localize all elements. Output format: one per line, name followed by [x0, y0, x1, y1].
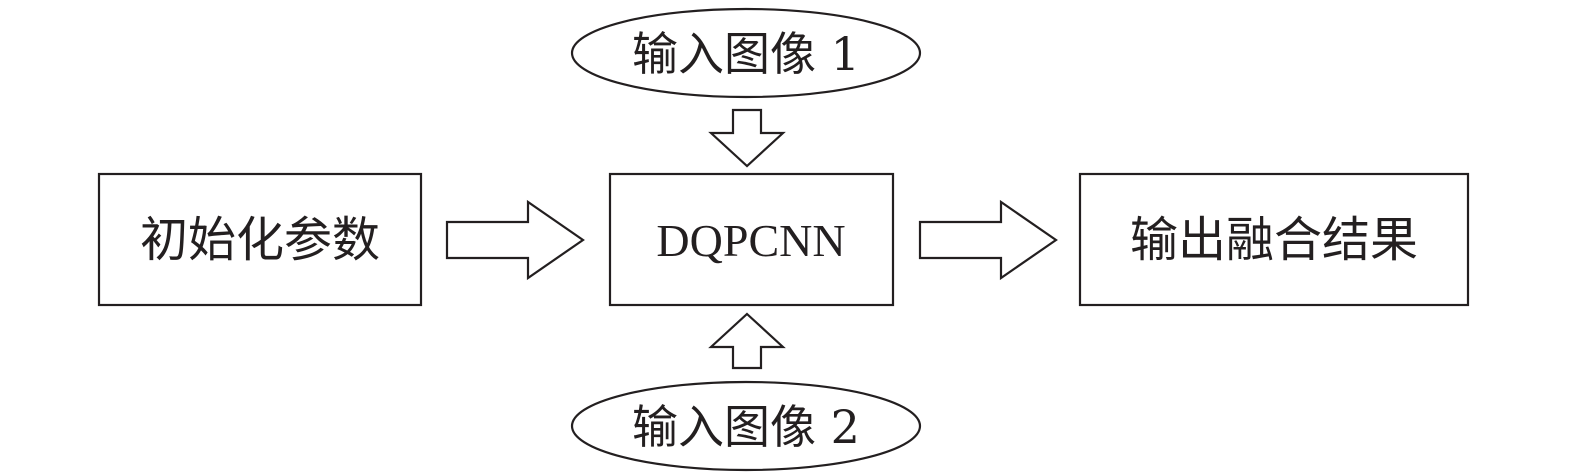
down-arrow-icon	[708, 108, 786, 168]
input-image-1-label: 输入图像 1	[632, 27, 860, 81]
input-image-2-label: 输入图像 2	[632, 400, 860, 454]
output-box	[1078, 172, 1470, 307]
dqpcnn-node: DQPCNN	[608, 172, 895, 307]
dqpcnn-label: DQPCNN	[656, 215, 845, 266]
up-arrow-icon	[708, 312, 786, 370]
output-label: 输出融合结果	[1130, 212, 1418, 268]
init-params-node: 初始化参数	[97, 172, 423, 307]
dqpcnn-box	[608, 172, 895, 307]
init-params-box	[97, 172, 423, 307]
input-image-2-ellipse	[570, 380, 922, 472]
init-params-label: 初始化参数	[140, 212, 380, 268]
right-arrow-icon	[918, 199, 1058, 281]
input-image-2-node: 输入图像 2	[570, 380, 922, 472]
input-image-1-node: 输入图像 1	[570, 7, 922, 99]
input-image-1-ellipse	[570, 7, 922, 99]
output-node: 输出融合结果	[1078, 172, 1470, 307]
right-arrow-icon	[445, 199, 585, 281]
